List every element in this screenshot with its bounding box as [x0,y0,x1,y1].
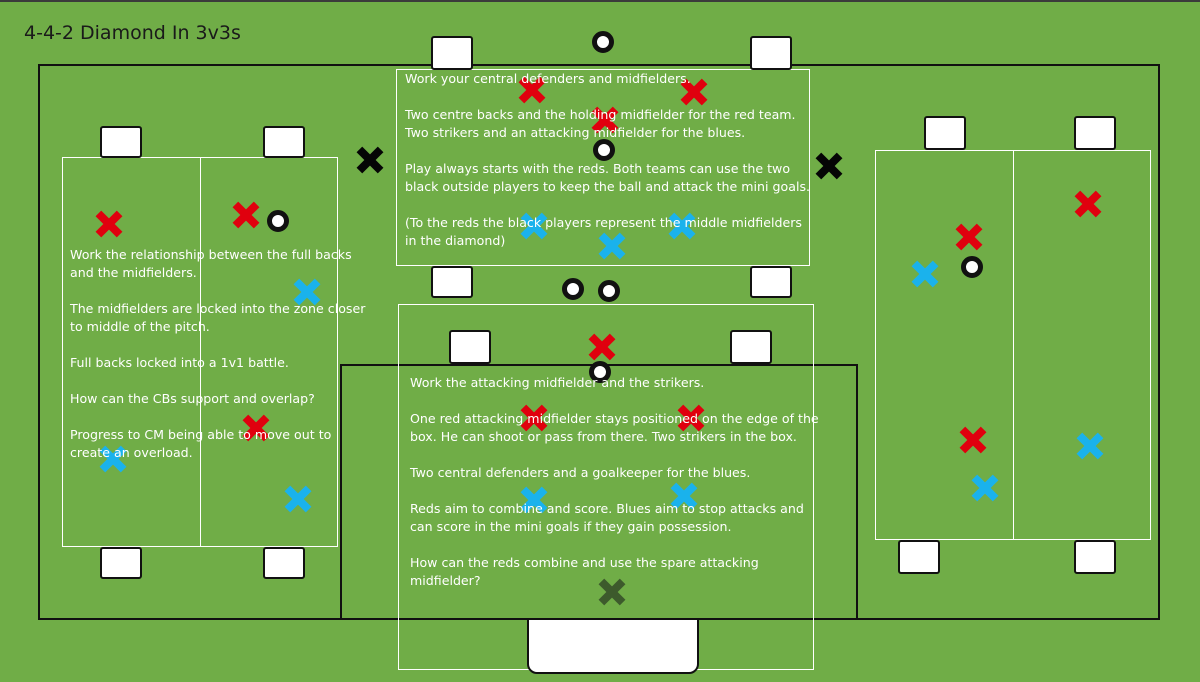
text-line: The midfielders are locked into the zone… [70,301,366,316]
text-line: Two strikers and an attacking midfielder… [405,125,746,140]
top-notes-para-2: Two centre backs and the holding midfiel… [405,106,810,142]
text-line: Play always starts with the reds. Both t… [405,161,791,176]
mini-goal-top-center-bottom-left [431,266,473,298]
black-player-left [354,144,386,176]
red-player-right-2 [953,221,985,253]
text-line: Reds aim to combine and score. Blues aim… [410,501,804,516]
mini-goal-bottom-right [730,330,772,364]
text-line: Work the attacking midfielder and the st… [410,375,705,390]
red-player-right-3 [957,424,989,456]
left-notes-para-2: The midfielders are locked into the zone… [70,300,365,336]
red-player-left-1 [93,208,125,240]
red-player-right-1 [1072,188,1104,220]
text-line: can score in the mini goals if they gain… [410,519,732,534]
text-line: How can the CBs support and overlap? [70,391,315,406]
left-notes-para-3: Full backs locked into a 1v1 battle. [70,354,365,372]
ball-left-zone [267,210,289,232]
mini-goal-right-bottom-b [1074,540,1116,574]
text-line: box. He can shoot or pass from there. Tw… [410,429,797,444]
top-notes-para-4: (To the reds the black players represent… [405,214,810,250]
left-notes-para-5: Progress to CM being able to move out to… [70,426,365,462]
blue-player-left-3 [282,483,314,515]
left-zone-notes: Work the relationship between the full b… [70,246,365,462]
text-line: to middle of the pitch. [70,319,210,334]
main-goal [527,618,699,674]
window-top-border [0,0,1200,2]
bottom-notes-para-2: One red attacking midfielder stays posit… [410,410,819,446]
ball-top-box [593,139,615,161]
ball-right-zone [961,256,983,278]
blue-player-right-1 [909,258,941,290]
top-zone-notes: Work your central defenders and midfield… [405,70,810,250]
text-line: How can the reds combine and use the spa… [410,555,759,570]
diagram-title: 4-4-2 Diamond In 3v3s [24,22,241,44]
mini-goal-bottom-left [449,330,491,364]
mini-goal-left-bottom-b [263,547,305,579]
bottom-notes-para-3: Two central defenders and a goalkeeper f… [410,464,819,482]
text-line: and the midfielders. [70,265,197,280]
text-line: Full backs locked into a 1v1 battle. [70,355,289,370]
mini-goal-left-bottom-a [100,547,142,579]
text-line: midfielder? [410,573,481,588]
red-player-bottom-1 [586,331,618,363]
top-notes-para-1: Work your central defenders and midfield… [405,70,810,88]
bottom-zone-notes: Work the attacking midfielder and the st… [410,374,819,590]
mini-goal-left-top-b [263,126,305,158]
blue-player-right-2 [1074,430,1106,462]
blue-player-right-3 [969,472,1001,504]
ball-center-a [562,278,584,300]
ball-top [592,31,614,53]
bottom-notes-para-4: Reds aim to combine and score. Blues aim… [410,500,819,536]
text-line: Work the relationship between the full b… [70,247,352,262]
left-notes-para-1: Work the relationship between the full b… [70,246,365,282]
zone-left-divider [200,157,201,547]
mini-goal-right-top-b [1074,116,1116,150]
ball-bottom-box [589,361,611,383]
text-line: Work your central defenders and midfield… [405,71,691,86]
mini-goal-right-bottom-a [898,540,940,574]
text-line: Two central defenders and a goalkeeper f… [410,465,751,480]
mini-goal-right-top-a [924,116,966,150]
mini-goal-top-left [431,36,473,70]
top-notes-para-3: Play always starts with the reds. Both t… [405,160,810,196]
text-line: One red attacking midfielder stays posit… [410,411,819,426]
text-line: (To the reds the black players represent… [405,215,802,230]
mini-goal-top-center-bottom-right [750,266,792,298]
bottom-notes-para-1: Work the attacking midfielder and the st… [410,374,819,392]
zone-top-center [396,69,810,266]
red-player-left-2 [230,199,262,231]
bottom-notes-para-5: How can the reds combine and use the spa… [410,554,819,590]
mini-goal-top-right [750,36,792,70]
text-line: Two centre backs and the holding midfiel… [405,107,796,122]
zone-right-divider [1013,150,1014,540]
ball-center-b [598,280,620,302]
text-line: create an overload. [70,445,193,460]
text-line: in the diamond) [405,233,506,248]
left-notes-para-4: How can the CBs support and overlap? [70,390,365,408]
black-player-right [813,150,845,182]
mini-goal-left-top-a [100,126,142,158]
text-line: black outside players to keep the ball a… [405,179,811,194]
text-line: Progress to CM being able to move out to [70,427,332,442]
